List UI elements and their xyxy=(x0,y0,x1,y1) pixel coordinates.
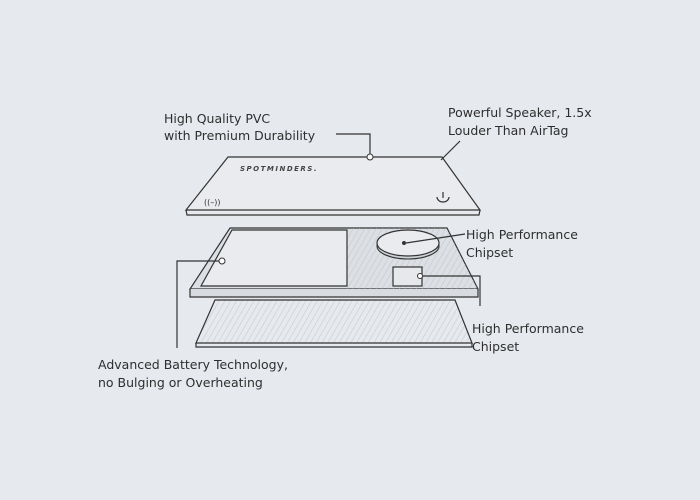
battery-marker xyxy=(218,257,226,265)
battery-label-line1: Advanced Battery Technology, xyxy=(98,357,288,372)
speaker-label-line1: Powerful Speaker, 1.5x xyxy=(448,105,592,120)
pvc-leader xyxy=(336,133,371,154)
chipset-bottom-label-line2: Chipset xyxy=(472,339,519,354)
chipset-square xyxy=(392,266,423,287)
speaker-label-line2: Louder Than AirTag xyxy=(448,123,569,138)
speaker-leader xyxy=(440,140,461,161)
brand-logo: SPOTMINDERS. xyxy=(240,165,318,173)
chipset-top-label-line2: Chipset xyxy=(466,245,513,260)
wireless-signal-icon: ((–)) xyxy=(204,198,220,207)
battery xyxy=(199,229,348,287)
chipset-top-leader xyxy=(405,233,466,244)
battery-leader xyxy=(176,260,219,348)
bottom-plate xyxy=(195,299,473,348)
pvc-marker xyxy=(366,153,374,161)
battery-label-line2: no Bulging or Overheating xyxy=(98,375,263,390)
pvc-label-line2: with Premium Durability xyxy=(164,128,316,143)
chipset-bottom-label-line1: High Performance xyxy=(472,321,584,336)
chipset-bottom-leader xyxy=(423,275,481,306)
power-icon xyxy=(436,192,450,203)
top-card: SPOTMINDERS. ((–)) xyxy=(184,153,482,216)
chipset-top-label-line1: High Performance xyxy=(466,227,578,242)
pvc-label-line1: High Quality PVC xyxy=(164,111,270,126)
chipset-round xyxy=(376,229,440,260)
